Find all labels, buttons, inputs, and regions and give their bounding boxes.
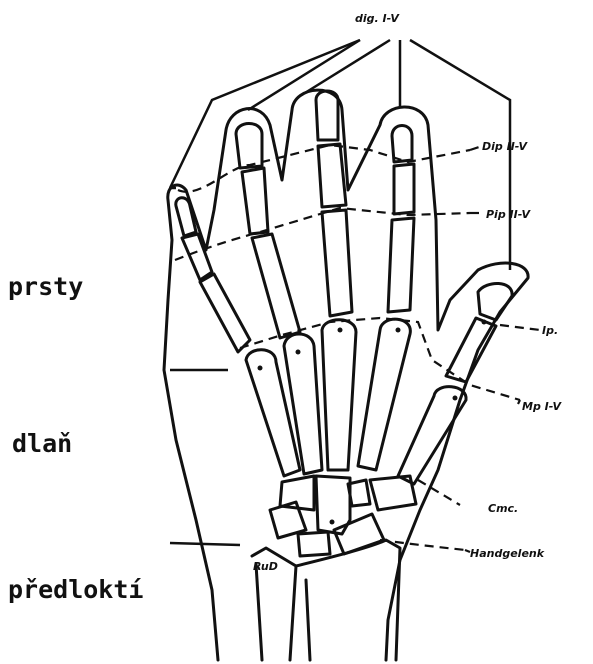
label-handgelenk: Handgelenk: [470, 547, 545, 560]
label-rud: RuD: [253, 560, 278, 573]
annotation-leaders: [465, 146, 520, 552]
label-ip: Ip.: [542, 324, 558, 337]
region-label-fingers: prsty: [8, 272, 83, 301]
metacarpal-bones: [246, 319, 466, 484]
label-dig: dig. I-V: [355, 12, 400, 25]
label-cmc: Cmc.: [488, 502, 518, 515]
label-pip: Pip II-V: [486, 208, 531, 221]
region-leaders: [170, 188, 240, 545]
region-label-forearm: předloktí: [8, 575, 143, 604]
label-dip: Dip II-V: [482, 140, 529, 153]
ring-finger-bones: [236, 124, 300, 339]
index-finger-bones: [388, 126, 414, 313]
middle-finger-bones: [316, 91, 352, 316]
label-mp: Mp I-V: [522, 400, 563, 413]
hand-outline: [164, 90, 528, 660]
forearm-bones: [252, 540, 400, 660]
thumb-bones: [446, 283, 512, 382]
region-label-palm: dlaň: [12, 429, 72, 458]
